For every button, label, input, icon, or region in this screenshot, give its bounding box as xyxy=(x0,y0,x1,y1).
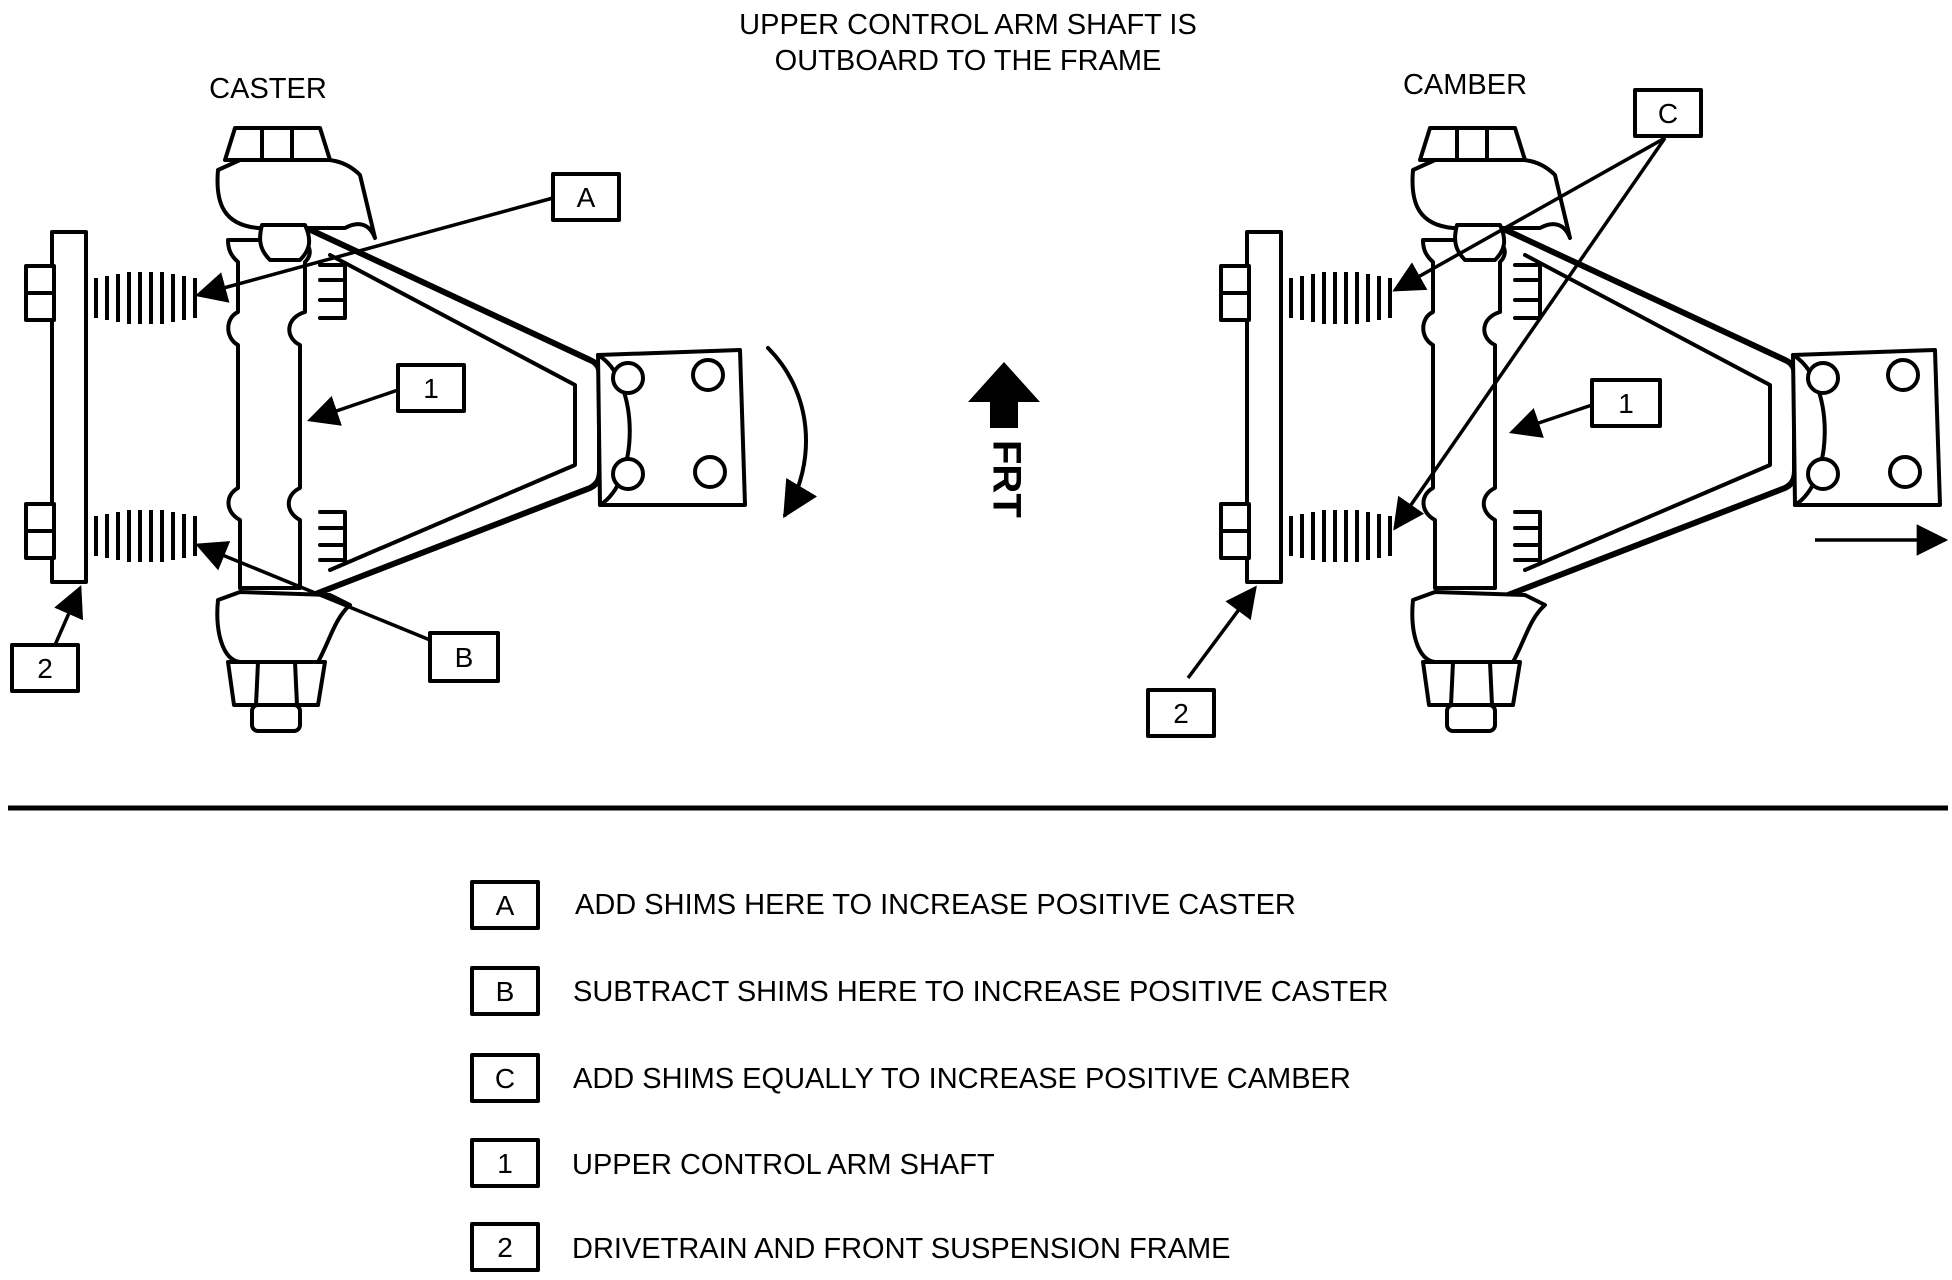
leader-2-right xyxy=(1186,585,1257,680)
callout-2-left-text: 2 xyxy=(37,653,53,684)
caster-rotation-arrow xyxy=(766,346,818,519)
leader-c-upper xyxy=(1392,136,1666,292)
leader-c-lower xyxy=(1393,137,1667,531)
legend-item-a: A ADD SHIMS HERE TO INCREASE POSITIVE CA… xyxy=(470,880,1296,930)
callout-a-text: A xyxy=(577,182,596,213)
legend-key-b: B xyxy=(496,976,515,1007)
leader-a xyxy=(194,196,554,303)
legend-key-c: C xyxy=(495,1063,515,1094)
legend-item-2: 2 DRIVETRAIN AND FRONT SUSPENSION FRAME xyxy=(470,1222,1231,1272)
callout-1-left: 1 xyxy=(396,363,466,413)
callout-c-text: C xyxy=(1658,98,1678,129)
legend-text-a: ADD SHIMS HERE TO INCREASE POSITIVE CAST… xyxy=(575,889,1296,921)
leader-1-right xyxy=(1509,403,1593,438)
legend-text-1: UPPER CONTROL ARM SHAFT xyxy=(572,1149,995,1181)
legend-item-1: 1 UPPER CONTROL ARM SHAFT xyxy=(470,1138,995,1188)
callout-b-text: B xyxy=(455,642,474,673)
front-arrow-icon xyxy=(968,362,1040,428)
legend-key-2: 2 xyxy=(497,1232,513,1263)
leader-2-left xyxy=(53,585,84,646)
callout-1-right-text: 1 xyxy=(1618,388,1634,419)
legend-key-a: A xyxy=(496,890,515,921)
front-indicator: FRT xyxy=(968,362,1040,518)
callout-1-left-text: 1 xyxy=(423,373,439,404)
callout-a: A xyxy=(551,172,621,222)
callout-2-left: 2 xyxy=(10,643,80,693)
leader-1-left xyxy=(307,388,399,426)
front-indicator-label: FRT xyxy=(984,440,1028,518)
legend: A ADD SHIMS HERE TO INCREASE POSITIVE CA… xyxy=(470,880,1388,1272)
callout-2-right-text: 2 xyxy=(1173,698,1189,729)
caster-arm-assembly xyxy=(26,128,745,731)
legend-text-b: SUBTRACT SHIMS HERE TO INCREASE POSITIVE… xyxy=(573,976,1388,1008)
legend-item-b: B SUBTRACT SHIMS HERE TO INCREASE POSITI… xyxy=(470,966,1388,1016)
leader-b xyxy=(195,541,431,642)
camber-arm-assembly xyxy=(1221,128,1940,731)
legend-text-c: ADD SHIMS EQUALLY TO INCREASE POSITIVE C… xyxy=(573,1063,1351,1095)
callout-1-right: 1 xyxy=(1590,378,1662,428)
legend-key-1: 1 xyxy=(497,1148,513,1179)
diagram-title-line-1: UPPER CONTROL ARM SHAFT IS xyxy=(739,9,1197,41)
legend-text-2: DRIVETRAIN AND FRONT SUSPENSION FRAME xyxy=(572,1233,1231,1265)
diagram-title-line-2: OUTBOARD TO THE FRAME xyxy=(775,45,1162,77)
callout-2-right: 2 xyxy=(1146,688,1216,738)
callout-b: B xyxy=(428,631,500,683)
legend-item-c: C ADD SHIMS EQUALLY TO INCREASE POSITIVE… xyxy=(470,1053,1351,1103)
camber-view-label: CAMBER xyxy=(1403,69,1527,101)
callout-c: C xyxy=(1633,88,1703,138)
caster-view-label: CASTER xyxy=(209,73,327,105)
